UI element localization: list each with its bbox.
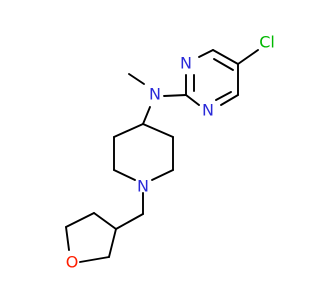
chlorine-label: Cl: [259, 33, 275, 52]
bond-amine-n-c4: [142, 106, 151, 125]
pyrimidine-ring: [185, 49, 259, 106]
bond-c2-c3: [108, 228, 117, 258]
bond-ch2-c3: [115, 213, 144, 230]
pyrimidine-n-bottom-label: N: [202, 101, 214, 120]
bond-c2-n: [113, 169, 136, 181]
bond-c3-c4: [93, 212, 117, 230]
bond-c5-o: [65, 226, 70, 251]
bond-c4-n3-inner: [215, 91, 232, 101]
bond-c4-c5: [65, 212, 95, 228]
bond-c6-n: [151, 169, 174, 181]
oxolane-ring: [65, 212, 144, 263]
amine-linkage: [128, 73, 187, 125]
bond-n1-c6: [198, 49, 214, 58]
bond-c2-amine-n: [163, 94, 187, 97]
bond-c4-n3: [220, 94, 239, 106]
bond-c5-c6: [212, 49, 239, 65]
bond-c5-cl: [237, 49, 259, 65]
amine-n-label: N: [149, 85, 161, 104]
bond-c4-c5: [142, 123, 174, 138]
oxolane-o-label: O: [66, 253, 79, 272]
bond-amine-n-methyl: [128, 73, 145, 85]
bond-n3-c2: [185, 94, 200, 106]
piperidine-n-label: N: [137, 177, 149, 196]
molecule-structure: Cl N N N N O: [65, 33, 275, 272]
pyrimidine-n-top-label: N: [180, 54, 192, 73]
bond-c4-c3: [113, 123, 144, 138]
bond-c5-c6-inner: [213, 58, 234, 71]
piperidine-ring: [113, 123, 174, 215]
bond-o-c2: [79, 256, 110, 263]
